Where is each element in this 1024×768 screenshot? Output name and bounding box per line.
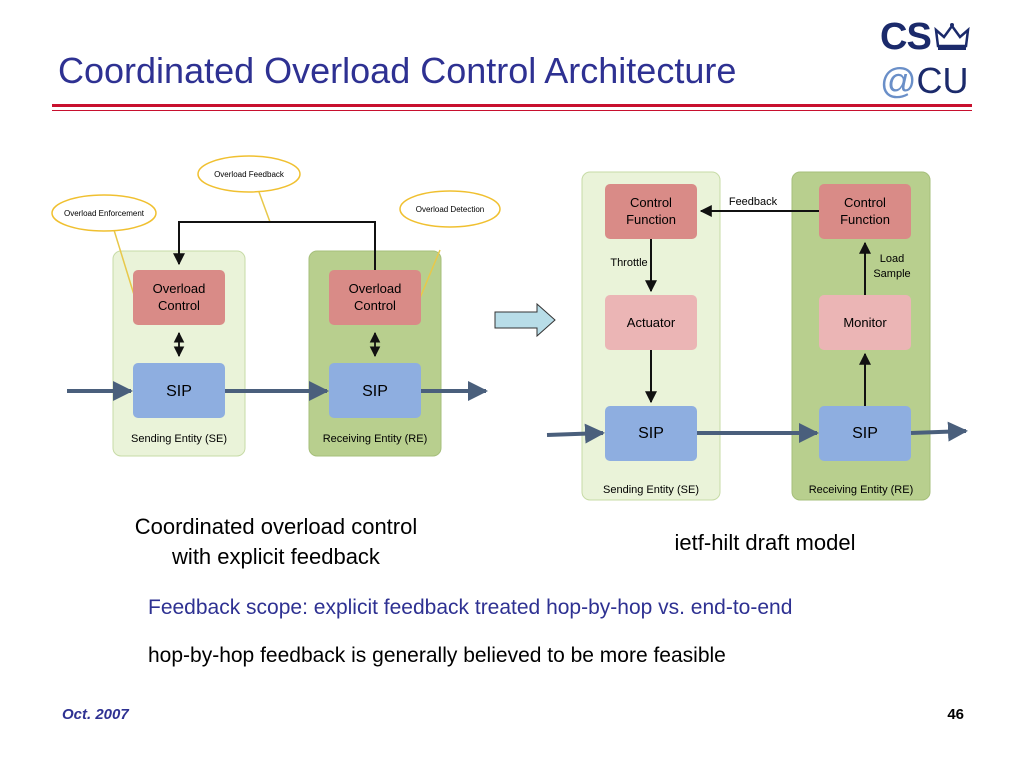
incoming-flow-right: [546, 423, 605, 444]
feedback-pointer: [258, 191, 271, 223]
se-label-left: Sending Entity (SE): [131, 433, 227, 445]
re-control-function-box: [819, 184, 911, 239]
monitor-box: [819, 295, 911, 350]
actuator-box: [605, 295, 697, 350]
right-diagram-caption: ietf-hilt draft model: [674, 530, 856, 555]
re-control-line1: Control: [844, 195, 886, 210]
monitor-text: Monitor: [843, 315, 887, 330]
logo-cu-text: @CU: [880, 60, 969, 102]
feedback-scope-text: Feedback scope: explicit feedback treate…: [148, 596, 793, 619]
cs-columbia-logo: CS @CU: [876, 12, 976, 101]
logo-at: @: [880, 60, 917, 101]
logo-cs-text: CS: [880, 16, 932, 58]
throttle-label: Throttle: [610, 257, 647, 269]
callout-overload-feedback-text: Overload Feedback: [214, 170, 285, 179]
re-overload-control-box: [329, 270, 421, 325]
outgoing-flow-right: [910, 421, 968, 442]
re-overload-line1: Overload: [349, 281, 402, 296]
hop-by-hop-text: hop-by-hop feedback is generally believe…: [148, 644, 726, 667]
title-rule-thin: [52, 110, 972, 111]
re-control-line2: Function: [840, 212, 890, 227]
logo-cu: CU: [916, 60, 969, 101]
crown-icon: [934, 23, 970, 50]
actuator-text: Actuator: [627, 315, 676, 330]
callout-overload-enforcement: [51, 194, 157, 232]
se-sip-text-right: SIP: [638, 425, 664, 442]
left-caption-line2: with explicit feedback: [172, 544, 380, 569]
se-overload-control-box: [133, 270, 225, 325]
left-diagram-caption: Coordinated overload control with explic…: [96, 512, 456, 572]
callout-overload-feedback: [197, 155, 301, 193]
load-sample-line2: Sample: [873, 268, 910, 280]
re-overload-line2: Control: [354, 298, 396, 313]
callout-overload-detection-text: Overload Detection: [416, 205, 484, 214]
enforcement-pointer: [113, 229, 136, 299]
se-sip-box-right: [605, 406, 697, 461]
footer-page-number: 46: [947, 706, 964, 723]
title-rule-thick: [52, 104, 972, 107]
transition-arrow: [494, 302, 556, 338]
se-overload-line1: Overload: [153, 281, 206, 296]
se-overload-line2: Control: [158, 298, 200, 313]
feedback-path-left: [173, 221, 376, 270]
callout-overload-enforcement-text: Overload Enforcement: [64, 209, 145, 218]
se-sip-box-left: [133, 363, 225, 418]
se-control-line1: Control: [630, 195, 672, 210]
re-label-right: Receiving Entity (RE): [809, 484, 914, 496]
detection-pointer: [419, 249, 441, 299]
se-sip-text-left: SIP: [166, 383, 192, 400]
re-sip-box-left: [329, 363, 421, 418]
se-control-line2: Function: [626, 212, 676, 227]
slide-title: Coordinated Overload Control Architectur…: [58, 50, 737, 91]
re-sip-box-right: [819, 406, 911, 461]
re-sip-text-left: SIP: [362, 383, 388, 400]
footer-date: Oct. 2007: [62, 706, 129, 723]
load-sample-line1: Load: [880, 253, 904, 265]
re-sip-text-right: SIP: [852, 425, 878, 442]
se-control-function-box: [605, 184, 697, 239]
re-label-left: Receiving Entity (RE): [323, 433, 428, 445]
feedback-label: Feedback: [729, 196, 778, 208]
se-label-right: Sending Entity (SE): [603, 484, 699, 496]
left-caption-line1: Coordinated overload control: [134, 514, 418, 539]
callout-overload-detection: [399, 190, 501, 228]
